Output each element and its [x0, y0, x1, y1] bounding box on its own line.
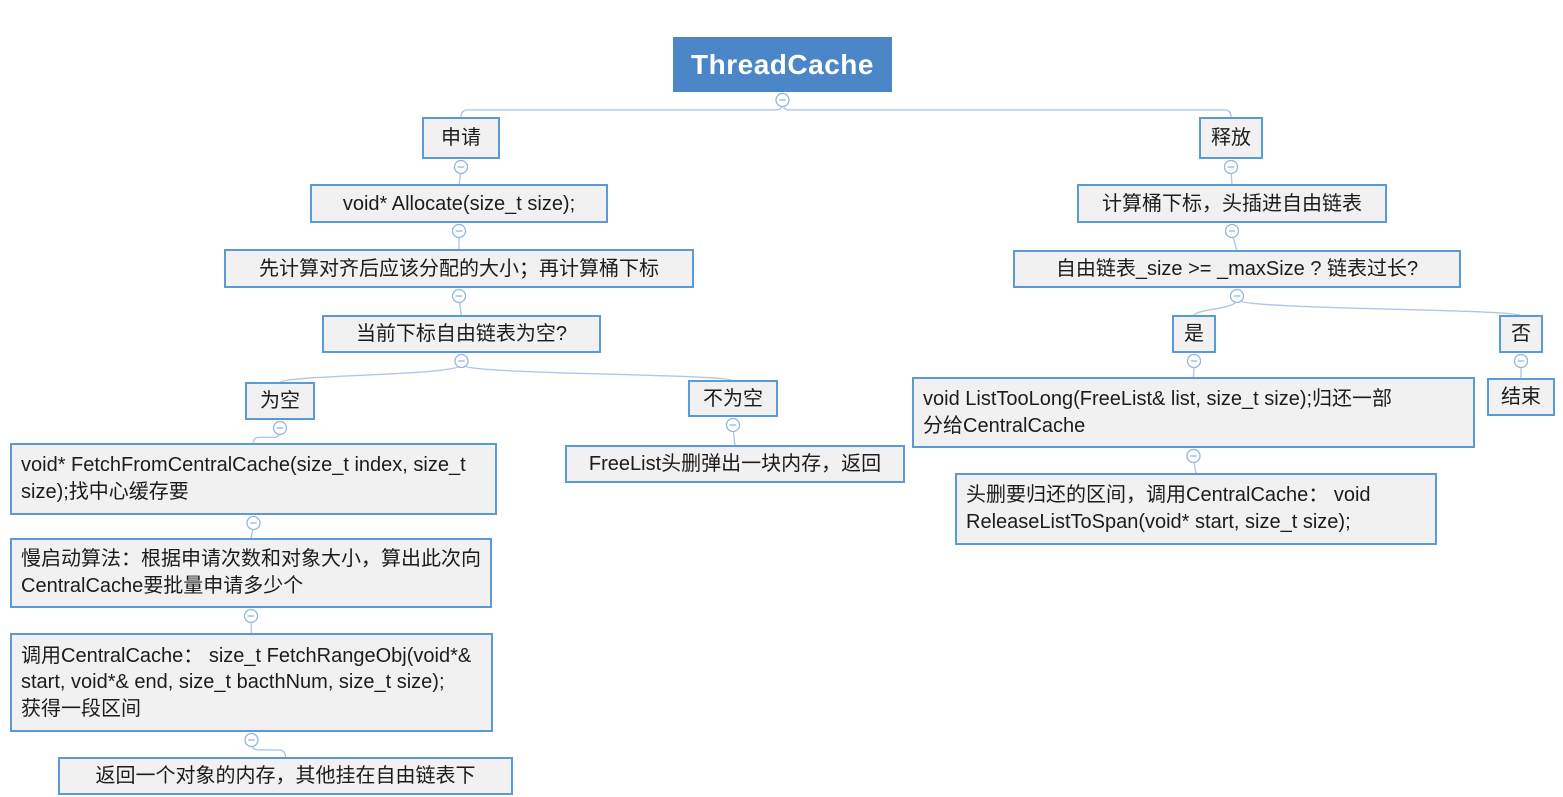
- collapse-icon[interactable]: [1224, 223, 1240, 239]
- collapse-icon[interactable]: [451, 223, 467, 239]
- connector-line: [781, 102, 1232, 118]
- node-release-list-to-span[interactable]: 头删要归还的区间，调用CentralCache： void ReleaseLis…: [955, 473, 1437, 545]
- collapse-icon[interactable]: [246, 515, 261, 531]
- collapse-icon[interactable]: [272, 420, 288, 436]
- node-release[interactable]: 释放: [1199, 117, 1263, 159]
- collapse-icon[interactable]: [453, 159, 469, 175]
- node-branch-no[interactable]: 否: [1499, 315, 1543, 353]
- node-fetch-from-central-cache[interactable]: void* FetchFromCentralCache(size_t index…: [10, 443, 497, 515]
- collapse-icon[interactable]: [1186, 353, 1202, 369]
- node-threadcache[interactable]: ThreadCache: [673, 37, 892, 92]
- collapse-icon[interactable]: [775, 92, 790, 108]
- node-branch-empty[interactable]: 为空: [245, 382, 315, 420]
- collapse-icon[interactable]: [454, 353, 469, 369]
- connector-line: [1193, 299, 1238, 317]
- node-freelist-empty-question[interactable]: 当前下标自由链表为空?: [322, 315, 601, 353]
- collapse-icon[interactable]: [451, 288, 467, 304]
- node-size-check-question[interactable]: 自由链表_size >= _maxSize ? 链表过长?: [1013, 250, 1461, 288]
- collapse-icon[interactable]: [1513, 353, 1529, 369]
- connector-line: [1236, 298, 1522, 317]
- node-return-one-object[interactable]: 返回一个对象的内存，其他挂在自由链表下: [58, 757, 513, 795]
- collapse-icon[interactable]: [1229, 288, 1245, 304]
- node-calc-bucket-insert[interactable]: 计算桶下标，头插进自由链表: [1077, 184, 1387, 223]
- node-list-too-long[interactable]: void ListTooLong(FreeList& list, size_t …: [912, 377, 1475, 448]
- node-apply[interactable]: 申请: [422, 117, 500, 159]
- node-end[interactable]: 结束: [1487, 378, 1555, 416]
- node-fetch-range-obj[interactable]: 调用CentralCache： size_t FetchRangeObj(voi…: [10, 633, 493, 732]
- node-branch-yes[interactable]: 是: [1172, 315, 1216, 353]
- connector-line: [460, 102, 784, 118]
- collapse-icon[interactable]: [725, 417, 741, 433]
- collapse-icon[interactable]: [244, 732, 259, 748]
- node-slow-start-algorithm[interactable]: 慢启动算法：根据申请次数和对象大小，算出此次向 CentralCache要批量申…: [10, 538, 492, 608]
- connector-line: [460, 363, 734, 382]
- collapse-icon[interactable]: [1223, 159, 1239, 175]
- node-allocate-fn[interactable]: void* Allocate(size_t size);: [310, 184, 608, 223]
- node-calc-align-size[interactable]: 先计算对齐后应该分配的大小；再计算桶下标: [224, 249, 694, 288]
- node-freelist-pop-return[interactable]: FreeList头删弹出一块内存，返回: [565, 445, 905, 483]
- collapse-icon[interactable]: [1186, 448, 1201, 464]
- connector-line: [279, 363, 463, 384]
- node-branch-not-empty[interactable]: 不为空: [688, 380, 778, 417]
- collapse-icon[interactable]: [243, 608, 259, 624]
